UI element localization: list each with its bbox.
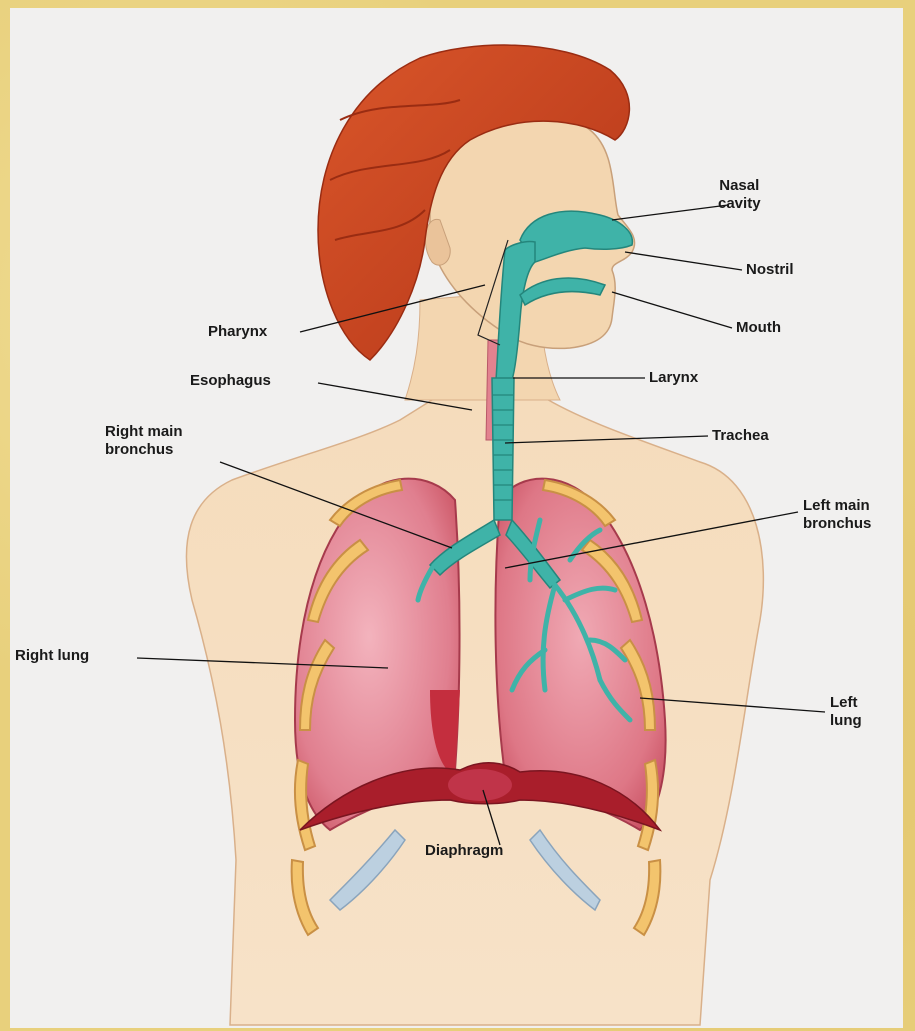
label-nostril: Nostril — [746, 261, 794, 279]
label-right-main-bronchus: Right main bronchus — [105, 423, 183, 459]
torso — [186, 395, 763, 1025]
label-diaphragm: Diaphragm — [425, 842, 503, 860]
label-trachea: Trachea — [712, 427, 769, 445]
diaphragm-center — [448, 769, 512, 801]
label-pharynx: Pharynx — [208, 323, 267, 341]
label-right-lung: Right lung — [15, 647, 89, 665]
label-mouth: Mouth — [736, 319, 781, 337]
label-left-lung: Left lung — [830, 694, 862, 730]
label-esophagus: Esophagus — [190, 372, 271, 390]
label-left-main-bronchus: Left main bronchus — [803, 497, 871, 533]
label-larynx: Larynx — [649, 369, 698, 387]
label-nasal-cavity: Nasal cavity — [718, 177, 761, 213]
